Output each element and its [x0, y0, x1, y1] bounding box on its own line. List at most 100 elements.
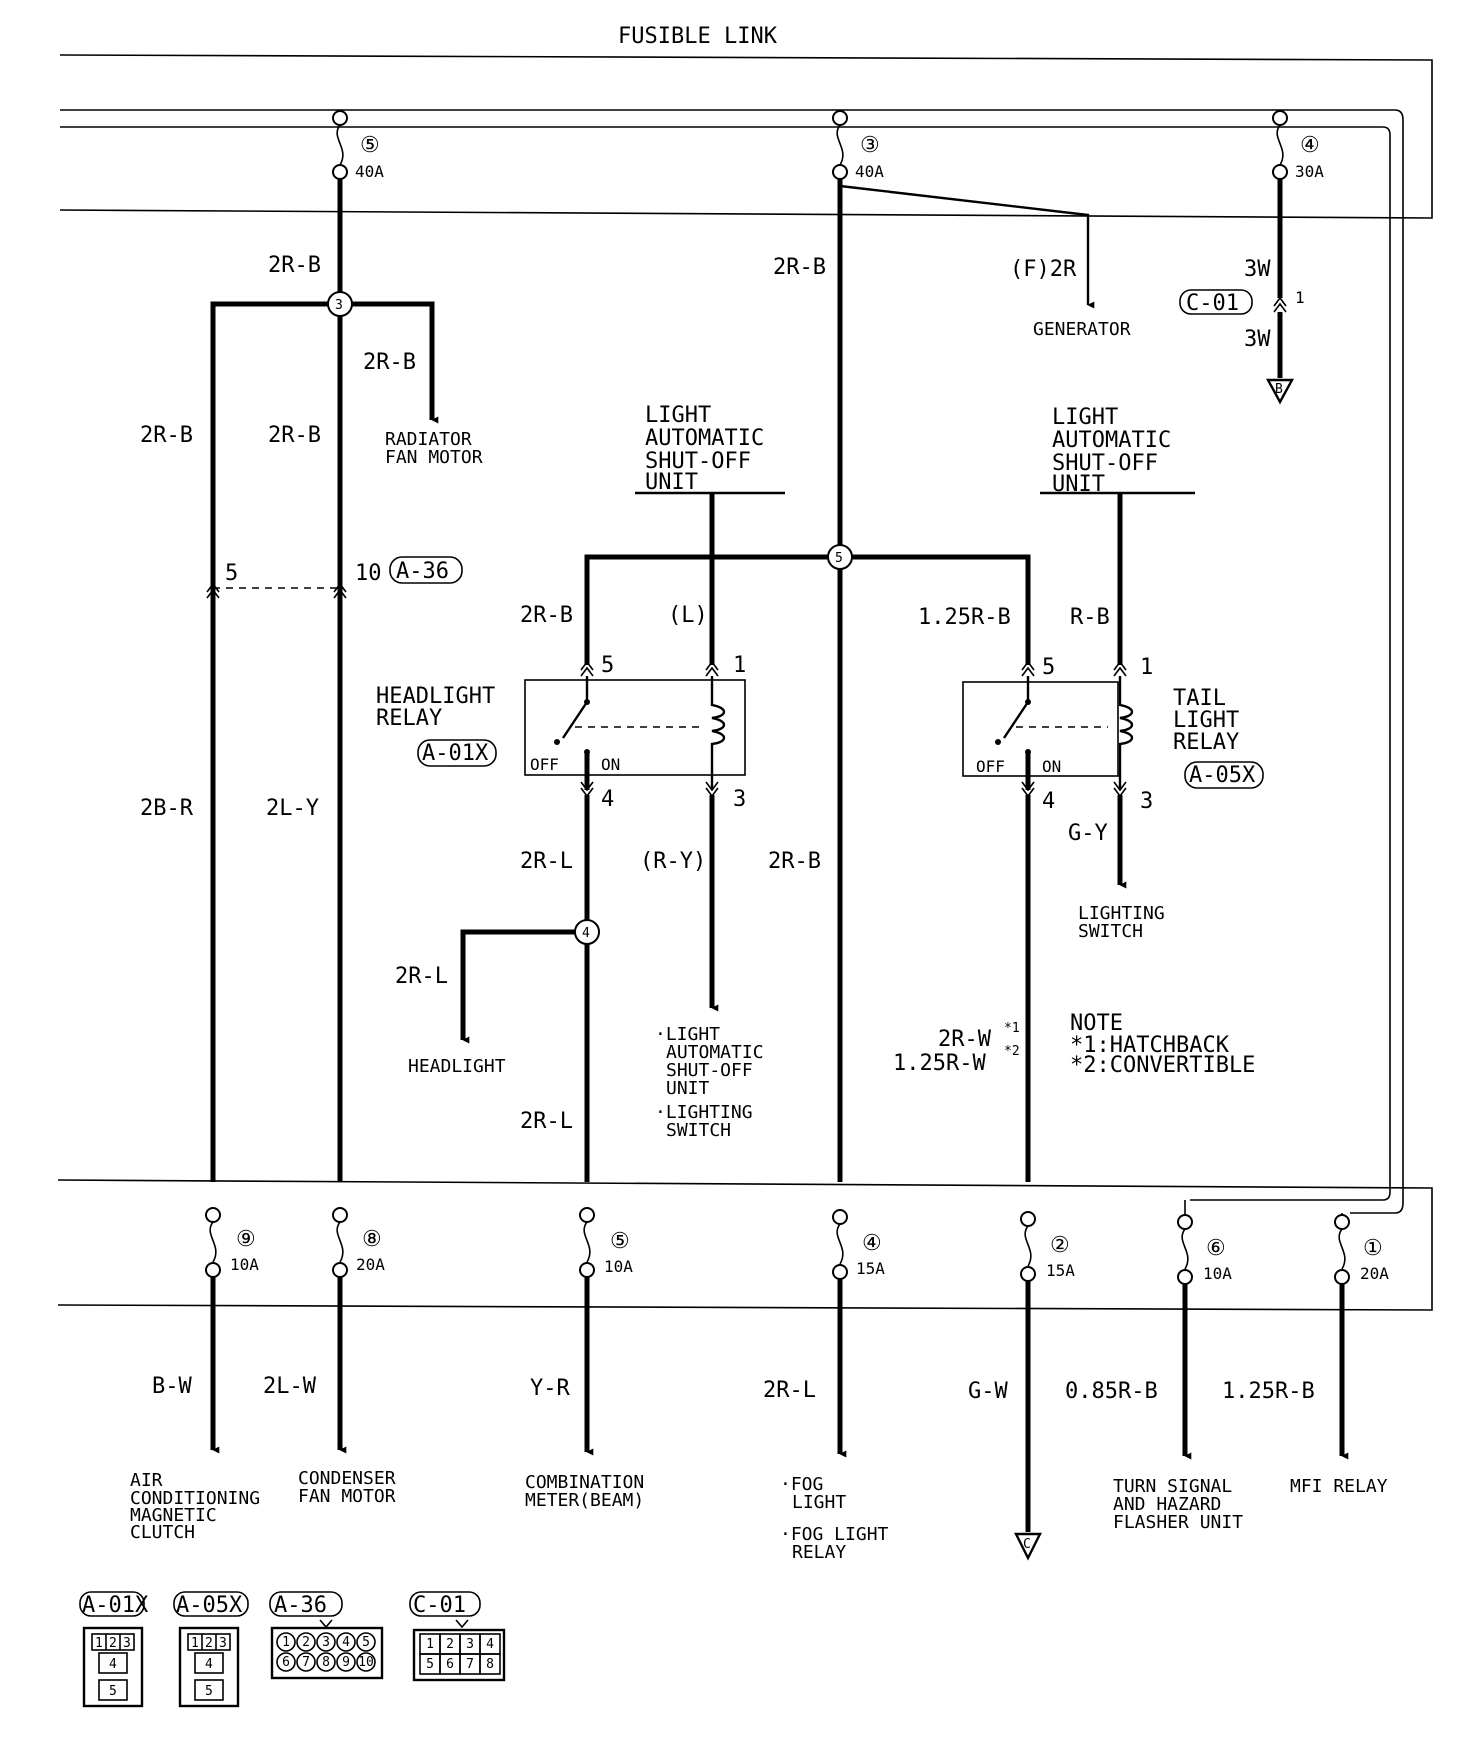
legend-pin-cell [276, 1652, 296, 1672]
legend-a05x: A-05X 1 2 3 4 5 [173, 1591, 249, 1708]
dest-headlight: HEADLIGHT [408, 1056, 506, 1077]
legend-pin-number: 8 [486, 1657, 494, 1672]
wire-3W-bottom: 3W [1244, 327, 1271, 352]
destination-labels: GENERATOR RADIATOR FAN MOTOR LIGHTING SW… [130, 319, 1388, 1563]
wire-125RW: 1.25R-W [893, 1051, 986, 1076]
dest-ac-2: CONDITIONING [130, 1488, 260, 1509]
legend-a05x-pin1: 1 [191, 1636, 199, 1651]
auto-unit-1-line3: SHUT-OFF [645, 449, 751, 474]
bottom-fuse-6-rating: 10A [1203, 1264, 1232, 1283]
dest-fog-1: ·FOG [780, 1474, 823, 1495]
legend-pin-cell [296, 1632, 316, 1652]
relay-labels: HEADLIGHT RELAY 5 1 4 3 OFF ON TAIL LIGH… [376, 653, 1239, 814]
top-fuse-5-rating: 40A [355, 162, 384, 181]
left-wiring: 3 [206, 179, 439, 1182]
bottom-fuse-4-number: ④ [862, 1231, 882, 1256]
dest-lighting-switch-2: SWITCH [1078, 921, 1143, 942]
dest-radiator-1: RADIATOR [385, 429, 472, 450]
junction-5: 5 [835, 551, 843, 566]
legend-c01-id: C-01 [413, 1593, 466, 1618]
connector-c01-pin: 1 [1295, 288, 1305, 307]
bottom-fuse-8-rating: 20A [356, 1255, 385, 1274]
legend-a05x-pin3: 3 [219, 1636, 227, 1651]
auto-unit-1-line1: LIGHT [645, 403, 711, 428]
bottom-fuse-4-rating: 15A [856, 1259, 885, 1278]
legend-pin-cell [479, 1653, 501, 1675]
wire-GY: G-Y [1068, 821, 1108, 846]
bottom-fuse-4: ④ 15A [832, 1209, 885, 1280]
note-title: NOTE [1070, 1011, 1123, 1036]
legend-a05x-pin2: 2 [205, 1636, 213, 1651]
legend-pin-number: 7 [466, 1657, 474, 1672]
wire-RB: R-B [1070, 605, 1110, 630]
top-fuse-4-rating: 30A [1295, 162, 1324, 181]
dest-auto-4: UNIT [666, 1078, 710, 1099]
wire-125RB-b: 1.25R-B [1222, 1379, 1315, 1404]
wire-2RB-mid: 2R-B [268, 423, 321, 448]
top-fuse-3-number: ③ [860, 133, 880, 158]
legend-pin-number: 5 [426, 1657, 434, 1672]
dest-auto-5: ·LIGHTING [655, 1102, 753, 1123]
junction-3: 3 [335, 298, 343, 313]
dest-condenser-1: CONDENSER [298, 1468, 396, 1489]
auto-unit-2-line1: LIGHT [1052, 405, 1118, 430]
tail-light-relay [962, 660, 1134, 798]
note-mark-1: *1 [1004, 1021, 1020, 1036]
bottom-fuse-2: ② 15A [1020, 1211, 1075, 1282]
diagram-title: FUSIBLE LINK [618, 24, 778, 49]
tail-relay-pin1: 1 [1140, 655, 1153, 680]
bottom-fuse-1-rating: 20A [1360, 1264, 1389, 1283]
top-fuse-4-number: ④ [1300, 133, 1320, 158]
wire-labels: 2R-B 2R-B (F)2R 3W 3W 2R-B 2R-B 2R-B 2R-… [140, 253, 1315, 1404]
legend-pin-cell [316, 1652, 336, 1672]
dest-auto-2: AUTOMATIC [666, 1042, 764, 1063]
connector-labels: C-01 1 5 10 A-36 A-01X A-05X [225, 288, 1305, 789]
note-line-2: *2:CONVERTIBLE [1070, 1053, 1255, 1078]
dest-turn-2: AND HAZARD [1113, 1494, 1221, 1515]
legend-pin-number: 4 [486, 1637, 494, 1652]
legend-pin-number: 1 [426, 1637, 434, 1652]
dest-fog-4: RELAY [792, 1542, 846, 1563]
tail-relay-pin4: 4 [1042, 789, 1055, 814]
wire-RY: (R-Y) [640, 849, 706, 874]
headlight-relay-on: ON [601, 755, 620, 774]
legend-a01x: A-01X 1 2 3 4 5 [79, 1591, 149, 1708]
bottom-fuse-5: ⑤ 10A [579, 1207, 633, 1278]
wire-BW: B-W [152, 1374, 192, 1399]
headlight-relay-name-1: HEADLIGHT [376, 684, 495, 709]
connector-c01: C-01 [1186, 291, 1239, 316]
wire-GW: G-W [968, 1379, 1008, 1404]
legend-a01x-pin2: 2 [109, 1636, 117, 1651]
connector-a36-pin10: 10 [355, 561, 382, 586]
wire-2RL-d: 2R-L [763, 1378, 816, 1403]
legend-pin-number: 1 [282, 1635, 290, 1650]
headlight-relay-pin5: 5 [601, 653, 614, 678]
connector-a01x: A-01X [422, 741, 489, 766]
bottom-fuse-6-number: ⑥ [1206, 1236, 1226, 1261]
legend-a01x-pin4: 4 [109, 1657, 117, 1672]
wire-2RB-center: 2R-B [773, 255, 826, 280]
wire-2RB-left: 2R-B [140, 423, 193, 448]
wire-F2R: (F)2R [1010, 257, 1077, 282]
junction-4: 4 [582, 926, 590, 941]
dest-auto-3: SHUT-OFF [666, 1060, 753, 1081]
bottom-fuse-9-number: ⑨ [236, 1227, 256, 1252]
legend-a05x-id: A-05X [176, 1593, 243, 1618]
bottom-fuse-1-number: ① [1363, 1236, 1383, 1261]
legend-pin-number: 9 [342, 1655, 350, 1670]
dest-radiator-2: FAN MOTOR [385, 447, 483, 468]
legend-pin-number: 3 [466, 1637, 474, 1652]
dest-auto-6: SWITCH [666, 1120, 731, 1141]
dest-turn-3: FLASHER UNIT [1113, 1512, 1243, 1533]
dest-auto-1: ·LIGHT [655, 1024, 720, 1045]
legend-pin-number: 2 [446, 1637, 454, 1652]
bottom-fuse-8-number: ⑧ [362, 1227, 382, 1252]
legend-pin-number: 8 [322, 1655, 330, 1670]
legend-pin-cell [336, 1652, 356, 1672]
connector-a36: A-36 [396, 559, 449, 584]
